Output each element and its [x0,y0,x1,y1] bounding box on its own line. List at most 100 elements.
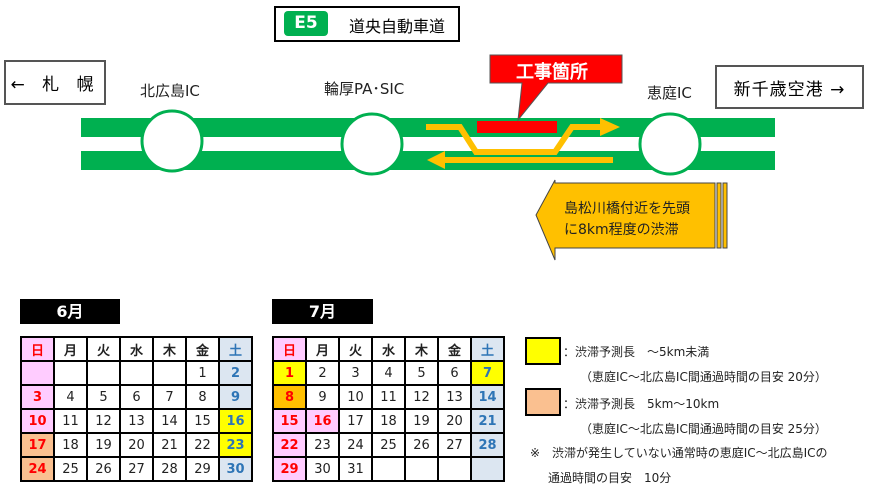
detour-arrow [426,124,600,155]
arrow-tail-stripe [716,182,722,249]
calendar-day: 30 [305,456,340,482]
legend-footnote: 通過時間の目安 10分 [548,471,672,485]
calendar-day: 6 [437,360,472,386]
calendar-day: 17 [338,408,373,434]
month-title-july: 7月 [272,299,373,324]
calendar-day: 18 [371,408,406,434]
calendar-day: 31 [338,456,373,482]
calendar-empty-cell [371,456,406,482]
calendar-day: 8 [185,384,220,410]
legend-peach-label: ：渋滞予測長 5km～10km [563,397,720,411]
weekday-header: 金 [185,336,220,362]
calendar-day: 22 [272,432,307,458]
calendar-empty-cell [53,360,88,386]
calendar-day: 26 [404,432,439,458]
road-map: 北広島IC 輪厚PA･SIC 恵庭IC 工事箇所 島松川橋付近を先頭 に8km程… [81,54,775,261]
weekday-header: 木 [152,336,187,362]
weekday-header: 土 [218,336,253,362]
calendar-empty-cell [404,456,439,482]
legend-swatch-yellow [525,337,561,365]
weekday-header: 火 [86,336,121,362]
calendar-day: 17 [20,432,55,458]
ic-eniwa-node [638,112,702,176]
calendar-day: 12 [404,384,439,410]
calendar-day: 10 [338,384,373,410]
calendar-day: 25 [53,456,88,482]
calendar-day: 21 [152,432,187,458]
calendar-day: 28 [152,456,187,482]
legend-footnote: ※ 渋滞が発生していない通常時の恵庭IC～北広島ICの [530,446,828,460]
weekday-header: 日 [20,336,55,362]
route-header: E5 道央自動車道 [274,6,460,42]
calendar-day: 1 [185,360,220,386]
calendar-day: 3 [338,360,373,386]
calendar-empty-cell [119,360,154,386]
ic-label: 北広島IC [140,82,200,100]
construction-label: 工事箇所 [516,61,588,83]
calendar-day: 24 [20,456,55,482]
calendar-day: 29 [272,456,307,482]
calendar-day: 20 [119,432,154,458]
calendar-day: 23 [218,432,253,458]
calendar-day: 4 [53,384,88,410]
weekday-header: 木 [404,336,439,362]
calendar-day: 28 [470,432,505,458]
month-title-june: 6月 [20,299,120,324]
calendar-day: 22 [185,432,220,458]
calendar-day: 5 [86,384,121,410]
arrow-head-icon [600,118,620,136]
calendar-day: 4 [371,360,406,386]
calendar-day: 24 [338,432,373,458]
calendar-day: 5 [404,360,439,386]
calendar-day: 12 [86,408,121,434]
ic-wattsu-node [340,112,404,176]
congestion-note-line: 島松川橋付近を先頭 [564,201,690,217]
calendar-empty-cell [437,456,472,482]
calendar-day: 13 [119,408,154,434]
legend-swatch-peach [525,388,561,416]
direction-airport: 新千歳空港 → [715,65,864,109]
weekday-header: 土 [470,336,505,362]
calendar-day: 20 [437,408,472,434]
calendar-day: 10 [20,408,55,434]
calendar-day: 14 [152,408,187,434]
weekday-header: 金 [437,336,472,362]
ic-kitahiroshima-node [140,109,204,173]
weekday-header: 月 [53,336,88,362]
calendar-day: 7 [152,384,187,410]
calendar-empty-cell [86,360,121,386]
calendar-day: 11 [53,408,88,434]
weekday-header: 日 [272,336,307,362]
calendar-empty-cell [152,360,187,386]
calendar-day: 30 [218,456,253,482]
calendar-empty-cell [20,360,55,386]
calendar-day: 29 [185,456,220,482]
legend-yellow-note: （恵庭IC～北広島IC間通過時間の目安 20分） [580,370,827,384]
calendar-day: 6 [119,384,154,410]
construction-callout [489,54,623,122]
calendar-day: 13 [437,384,472,410]
calendar-day: 9 [305,384,340,410]
calendar-day: 18 [53,432,88,458]
arrow-head-icon [427,151,445,169]
calendar-day: 3 [20,384,55,410]
route-badge: E5 [284,11,328,36]
construction-zone [477,121,557,133]
calendar-day: 15 [185,408,220,434]
ic-label: 輪厚PA･SIC [324,80,404,98]
legend-peach-note: （恵庭IC～北広島IC間通過時間の目安 25分） [580,422,827,436]
calendar-day: 26 [86,456,121,482]
calendar-day: 27 [119,456,154,482]
weekday-header: 火 [338,336,373,362]
arrow-tail-stripe [722,182,728,249]
calendar-day: 15 [272,408,307,434]
legend-yellow-label: ：渋滞予測長 ～5km未満 [563,345,710,359]
calendar-day: 19 [404,408,439,434]
calendar-day: 2 [218,360,253,386]
route-name: 道央自動車道 [349,17,446,36]
weekday-header: 水 [119,336,154,362]
inbound-arrow [445,157,613,163]
calendar-day: 9 [218,384,253,410]
